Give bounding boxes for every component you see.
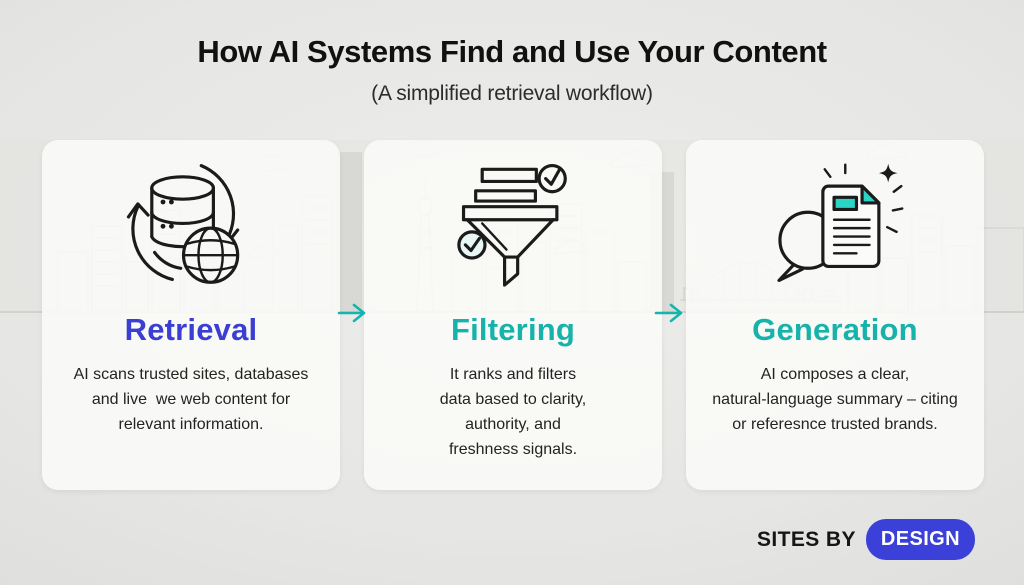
- workflow-cards: Retrieval AI scans trusted sites, databa…: [42, 140, 984, 490]
- card-body-retrieval: AI scans trusted sites, databases and li…: [73, 366, 309, 433]
- flow-arrow-2-icon: [654, 303, 683, 323]
- brand-prefix-text: SITES BY: [757, 527, 856, 551]
- document-chat-sparkle-icon: [777, 163, 904, 282]
- header: How AI Systems Find and Use Your Content…: [0, 34, 1024, 106]
- card-heading-filtering: Filtering: [450, 312, 576, 347]
- card-generation: Generation AI composes a clear, natural-…: [686, 140, 984, 490]
- retrieval-icon-wrap: [42, 160, 340, 300]
- page-title: How AI Systems Find and Use Your Content: [197, 34, 827, 69]
- brand-pill: DESIGN: [865, 519, 975, 560]
- card-filtering: Filtering It ranks and filters data base…: [364, 140, 662, 490]
- generation-icon-wrap: [686, 160, 984, 300]
- card-heading-generation: Generation: [752, 312, 918, 347]
- card-heading-retrieval: Retrieval: [124, 312, 258, 347]
- funnel-checks-icon: [457, 164, 567, 287]
- card-retrieval: Retrieval AI scans trusted sites, databa…: [42, 140, 340, 490]
- database-sync-globe-icon: [126, 164, 240, 284]
- filtering-icon-wrap: [364, 160, 662, 300]
- card-body-generation: AI composes a clear, natural-language su…: [712, 366, 958, 433]
- card-body-filtering: It ranks and filters data based to clari…: [439, 366, 587, 458]
- brand-logo: SITES BY DESIGN: [757, 519, 975, 560]
- page-subtitle: (A simplified retrieval workflow): [371, 82, 653, 105]
- flow-arrow-1-icon: [337, 303, 366, 323]
